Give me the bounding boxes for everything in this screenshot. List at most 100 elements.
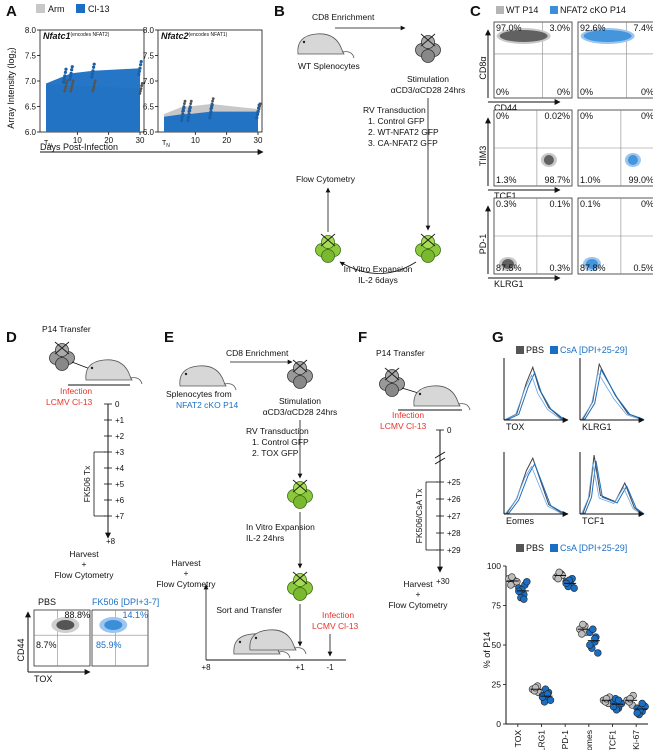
legend-cko-label: NFAT2 cKO P14	[560, 5, 626, 15]
nfatc1-dot	[140, 84, 144, 88]
nfatc1-dot	[64, 84, 68, 88]
c-population-core	[627, 155, 638, 165]
nfatc1-dot	[92, 65, 96, 69]
g-dot-point	[589, 625, 597, 633]
panel-d-letter: D	[6, 329, 17, 346]
nfatc1-ytick-label: 6.0	[25, 128, 37, 137]
f-harvest-3: Flow Cytometry	[388, 600, 448, 610]
c-q4: 0%	[641, 87, 653, 97]
g-hist-csa	[503, 462, 569, 515]
c-q2: 0%	[641, 111, 653, 121]
g-dot-ytick-label: 25	[492, 680, 502, 690]
g-dot-point	[555, 568, 563, 577]
c-population-core	[543, 155, 554, 165]
nfatc1-dot	[139, 63, 143, 67]
nfatc2-dot	[209, 110, 213, 114]
g-dot-point	[513, 578, 521, 586]
nfatc2-dot	[189, 102, 193, 106]
b-enrichment: CD8 Enrichment	[312, 12, 375, 22]
nfatc2-dot	[187, 112, 191, 116]
nfatc1-dot	[93, 81, 96, 85]
nfatc2-ytick-label: 6.0	[143, 128, 155, 137]
nfatc1-dot	[68, 74, 73, 79]
nfatc1-dot	[137, 69, 141, 73]
c-ylabel: TIM3	[478, 146, 488, 167]
panel-a-xlabel: Days Post-Infection	[40, 142, 118, 152]
b-rv-1: 1. Control GFP	[368, 116, 425, 126]
g-hist-label: TOX	[506, 422, 524, 432]
e-tick-1: +8	[201, 663, 211, 672]
nfatc1-dot	[90, 75, 94, 79]
c-q3: 0%	[496, 87, 509, 97]
g-dot-xtick-label: KLRG1	[537, 730, 547, 750]
g-dot-xtick-label: Eomes	[584, 730, 594, 750]
f-harvest-1: Harvest	[403, 579, 433, 589]
g-hist-label: KLRG1	[582, 422, 612, 432]
g-legend2-csa-swatch	[550, 544, 558, 552]
c-q3: 87.8%	[580, 263, 606, 273]
nfatc2-dot	[182, 105, 186, 110]
nfatc1-tn: TN	[44, 140, 52, 149]
g-dot-point	[633, 709, 641, 717]
nfatc2-dot	[188, 105, 192, 110]
c-q3: 1.0%	[580, 175, 601, 185]
d-fk-label: FK506 [DPI+3-7]	[92, 597, 159, 607]
nfatc2-dot	[210, 106, 214, 110]
nfatc1-dot	[71, 79, 75, 83]
e-source-1: Splenocytes from	[166, 389, 232, 399]
g-legend-csa-swatch	[550, 346, 558, 354]
g-dot-point	[602, 695, 611, 703]
c-ylabel: CD8α	[478, 56, 488, 79]
nfatc2-xtick-label: 30	[254, 136, 263, 145]
b-rv: RV Transduction	[363, 105, 426, 115]
g-dot-point	[638, 699, 646, 708]
nfatc1-xtick-label: 10	[73, 136, 82, 145]
e-infection: Infection	[322, 610, 354, 620]
d-flow-pop-core	[104, 620, 123, 630]
e-exp-2: IL-2 24hrs	[246, 533, 284, 543]
c-xlabel: KLRG1	[494, 279, 524, 289]
g-hist-label: TCF1	[582, 516, 605, 526]
c-q1: 0%	[580, 111, 593, 121]
e-rv-1: 1. Control GFP	[252, 437, 309, 447]
nfatc1-gene: Nfatc1(encodes NFAT2)	[43, 31, 110, 41]
nfatc1-dot	[65, 79, 69, 83]
d-harvest-2: +	[82, 559, 87, 569]
c-population-core	[499, 30, 548, 42]
panel-f-letter: F	[358, 329, 367, 346]
nfatc1-dot	[92, 84, 96, 88]
panel-a-letter: A	[6, 3, 17, 20]
g-dot-point	[614, 696, 623, 704]
g-hist-csa	[503, 371, 569, 421]
c-q1: 92.6%	[580, 23, 606, 33]
nfatc1-dot	[71, 81, 75, 85]
g-dot-point	[586, 641, 594, 649]
c-q2: 3.0%	[549, 23, 570, 33]
e-source-2: NFAT2 cKO P14	[176, 400, 238, 410]
d-flow-pop-core	[56, 620, 75, 630]
legend-arm-swatch	[36, 4, 45, 13]
nfatc2-dot	[255, 113, 259, 117]
legend-arm-label: Arm	[48, 4, 65, 14]
d-day-label: +5	[115, 480, 125, 489]
nfatc2-dot	[186, 118, 190, 122]
c-q1: 0%	[496, 111, 509, 121]
g-dot-point	[609, 702, 618, 711]
nfatc1-dot	[139, 89, 142, 93]
nfatc1-dot	[69, 71, 73, 75]
e-enrichment: CD8 Enrichment	[226, 348, 289, 358]
d-transfer: P14 Transfer	[42, 324, 91, 334]
nfatc2-gene: Nfatc2(encodes NFAT1)	[161, 31, 228, 41]
g-hist-pbs	[503, 456, 569, 515]
panel-d: D P14 Transfer Infection LCMV Cl-13 0+1+…	[6, 324, 159, 684]
g-dot-point	[523, 578, 531, 586]
f-tx-label: FK506/CsA Tx	[414, 488, 424, 543]
b-arrow-3	[339, 261, 417, 274]
d-day-label: +1	[115, 416, 125, 425]
legend-wt-label: WT P14	[506, 5, 538, 15]
panel-e: E CD8 Enrichment Splenocytes from NFAT2 …	[156, 329, 358, 672]
f-day-label: +26	[447, 495, 461, 504]
nfatc1-dot	[140, 81, 144, 85]
mouse-icon-f	[413, 385, 471, 411]
